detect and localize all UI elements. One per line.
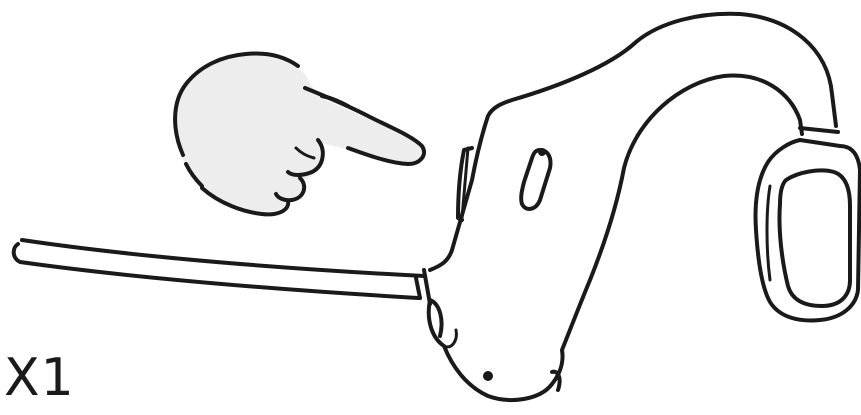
pointing-hand-icon bbox=[174, 53, 424, 214]
bone-conduction-headset-icon bbox=[14, 14, 860, 400]
press-count-label: X1 bbox=[4, 352, 75, 404]
